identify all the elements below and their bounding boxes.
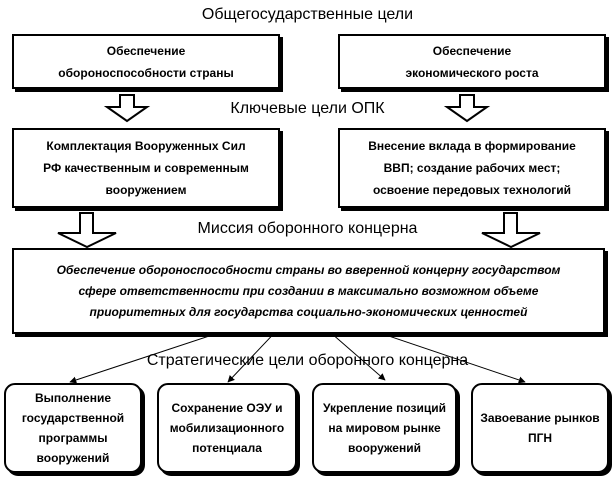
block-arrow-left-1: [103, 94, 151, 123]
block-arrow-right-2: [481, 212, 541, 249]
key-goal-gdp: Внесение вклада в формирование ВВП; созд…: [338, 128, 606, 208]
strategic-goal-pgn-markets: Завоевание рынков ПГН: [471, 383, 609, 473]
block-arrow-right-1: [443, 94, 491, 123]
block-arrow-left-2: [57, 212, 117, 249]
mission-box: Обеспечение обороноспособности страны во…: [12, 248, 605, 334]
heading-strategic-goals: Стратегические цели оборонного концерна: [146, 352, 469, 369]
state-goal-defense: Обеспечение обороноспособности страны: [12, 34, 280, 89]
heading-mission: Миссия оборонного концерна: [197, 220, 418, 237]
heading-state-goals: Общегосударственные цели: [201, 6, 414, 23]
strategic-goal-world-market: Укрепление позиций на мировом рынке воор…: [312, 383, 457, 473]
strategic-goal-weapons-program: Выполнение государственной программы воо…: [4, 383, 142, 473]
heading-key-goals: Ключевые цели ОПК: [230, 100, 385, 117]
strategic-goal-mobilization: Сохранение ОЭУ и мобилизационного потенц…: [157, 383, 297, 473]
key-goal-armed-forces: Комплектация Вооруженных Сил РФ качестве…: [12, 128, 280, 208]
state-goal-economy: Обеспечение экономического роста: [338, 34, 606, 89]
